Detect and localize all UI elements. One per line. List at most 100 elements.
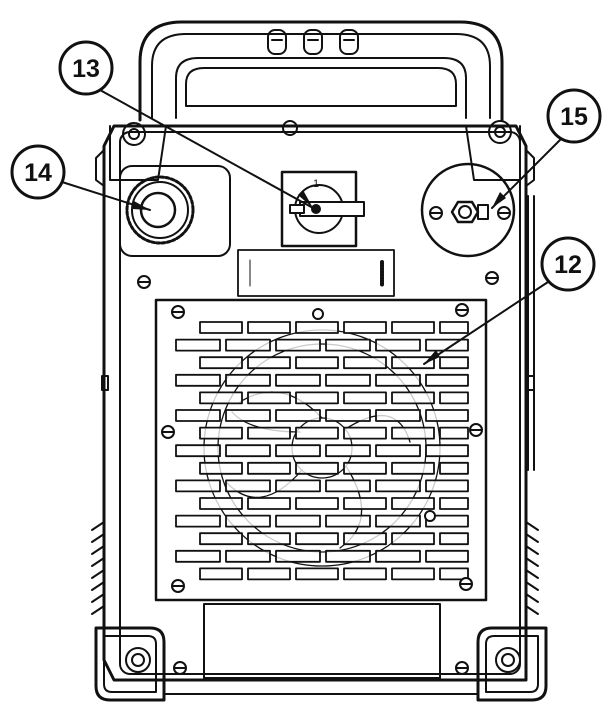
grille-slot	[225, 373, 271, 387]
grille-slot	[391, 461, 435, 475]
callout-12: 12	[540, 236, 596, 292]
grille-slot	[225, 409, 271, 422]
grille-slot	[247, 567, 291, 581]
grille-slot	[275, 479, 321, 493]
grille-slot	[275, 373, 321, 387]
housing	[95, 120, 535, 682]
grille-slot	[175, 409, 221, 422]
grille-slot	[275, 409, 321, 422]
housing-screws	[137, 271, 499, 675]
grille-slot	[391, 426, 435, 440]
grille-slot	[199, 321, 243, 334]
grille-slot	[225, 444, 271, 458]
grille-slot	[375, 479, 421, 493]
grille-slot	[275, 514, 321, 528]
grille-slot	[343, 567, 387, 581]
callout-14: 14	[10, 144, 66, 200]
grille-slot	[391, 497, 435, 510]
grille-slot	[425, 373, 469, 387]
grille-slot	[275, 549, 321, 563]
grille-slot	[391, 567, 435, 581]
grille-slot	[225, 479, 271, 493]
grille-slot	[425, 514, 469, 528]
grille-slot	[175, 338, 221, 352]
callout-15: 15	[546, 88, 602, 144]
grille-slot	[375, 549, 421, 563]
grille-slot	[225, 549, 271, 563]
leader-13	[99, 89, 314, 209]
grille-slot	[375, 444, 421, 458]
cooling-fins-right	[525, 521, 539, 615]
grille-slot	[439, 532, 469, 546]
grille-slot	[391, 391, 435, 405]
grille-slot	[295, 321, 339, 334]
corner-guard-top-left	[109, 122, 167, 181]
grille-slot	[295, 391, 339, 405]
grille-slot	[295, 426, 339, 440]
grille-slot	[295, 497, 339, 510]
grille-slot	[439, 567, 469, 581]
grille-slot	[439, 391, 469, 405]
callout-15-label: 15	[560, 103, 588, 131]
grille-slot	[343, 497, 387, 510]
callout-arrowheads	[132, 190, 506, 364]
grille-slots	[175, 321, 469, 581]
grille-slot	[225, 514, 271, 528]
grille-slot	[343, 321, 387, 334]
grille-slot	[325, 514, 371, 528]
grille-slot	[391, 356, 435, 370]
grille-slot	[275, 444, 321, 458]
grille-slot	[199, 567, 243, 581]
grille-slot	[425, 444, 469, 458]
grille-slot	[199, 532, 243, 546]
grille-slot	[247, 461, 291, 475]
grille-slot	[439, 461, 469, 475]
grille-slot	[325, 479, 371, 493]
grille-slot	[225, 338, 271, 352]
grille-slot	[425, 338, 469, 352]
handle-grip-bumps	[267, 29, 359, 55]
grille-slot	[375, 338, 421, 352]
grille-slot	[247, 391, 291, 405]
cooling-fins-left	[91, 521, 105, 615]
grille-slot	[325, 444, 371, 458]
grille-slot	[247, 497, 291, 510]
carry-handle	[138, 20, 504, 122]
grille-slot	[375, 514, 421, 528]
grille-slot	[199, 356, 243, 370]
grille-slot	[425, 409, 469, 422]
grille-slot	[199, 426, 243, 440]
grille-slot	[247, 532, 291, 546]
grille-slot	[325, 409, 371, 422]
grille-slot	[343, 532, 387, 546]
grille-slot	[375, 373, 421, 387]
grille-slot	[275, 338, 321, 352]
grille-slot	[295, 356, 339, 370]
grille-slot	[391, 532, 435, 546]
grille-slot	[325, 373, 371, 387]
grille-slot	[343, 426, 387, 440]
grille-slot	[343, 391, 387, 405]
callout-14-label: 14	[24, 159, 52, 187]
grille-slot	[175, 444, 221, 458]
power-switch: 1	[280, 170, 365, 248]
grille-slot	[247, 321, 291, 334]
grille-slot	[175, 479, 221, 493]
grille-slot	[175, 549, 221, 563]
foot-bumper-right	[476, 626, 548, 702]
grille-slot	[439, 356, 469, 370]
grille-slot	[439, 497, 469, 510]
grille-slot	[439, 321, 469, 334]
switch-on-mark: 1	[313, 178, 319, 190]
grille-slot	[175, 514, 221, 528]
callout-13-label: 13	[72, 55, 100, 83]
gas-inlet-fitting	[420, 162, 516, 258]
grille-slot	[343, 356, 387, 370]
grille-slot	[247, 426, 291, 440]
fan-grille	[154, 298, 488, 602]
grille-slot	[199, 497, 243, 510]
rating-label	[237, 249, 395, 297]
nameplate-recess	[203, 603, 441, 679]
